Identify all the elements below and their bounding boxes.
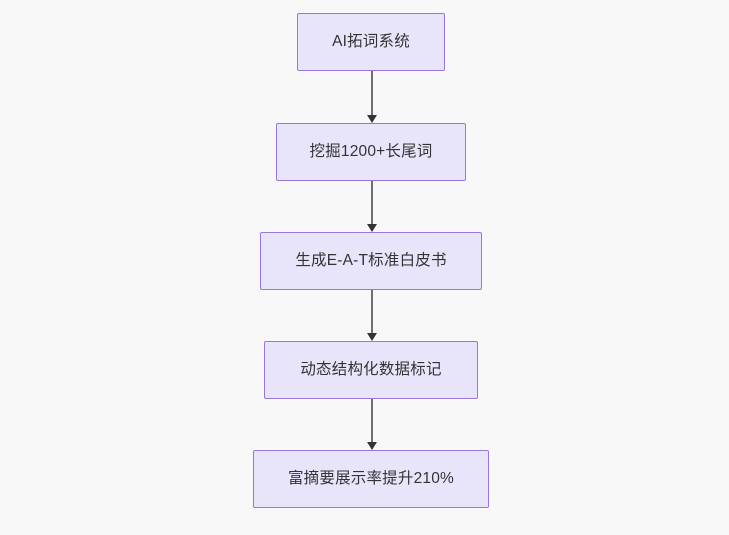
flow-node-structured-data-markup[interactable]: 动态结构化数据标记 xyxy=(264,341,478,399)
flow-node-label: 动态结构化数据标记 xyxy=(300,360,442,378)
edge-line xyxy=(371,71,373,116)
edge-line xyxy=(371,399,373,443)
flow-node-eat-whitepaper[interactable]: 生成E-A-T标准白皮书 xyxy=(260,232,482,290)
flow-node-ai-keyword-system[interactable]: AI拓词系统 xyxy=(297,13,445,71)
flow-node-rich-snippet-result[interactable]: 富摘要展示率提升210% xyxy=(253,450,489,508)
arrowhead-icon xyxy=(367,115,377,123)
edge-line xyxy=(371,290,373,334)
flow-node-label: 生成E-A-T标准白皮书 xyxy=(295,251,447,269)
flow-node-longtail-mining[interactable]: 挖掘1200+长尾词 xyxy=(276,123,466,181)
arrowhead-icon xyxy=(367,224,377,232)
arrowhead-icon xyxy=(367,442,377,450)
edge-line xyxy=(371,181,373,225)
flow-node-label: AI拓词系统 xyxy=(332,32,410,50)
flow-node-label: 挖掘1200+长尾词 xyxy=(309,142,433,160)
arrowhead-icon xyxy=(367,333,377,341)
flow-node-label: 富摘要展示率提升210% xyxy=(287,469,455,487)
